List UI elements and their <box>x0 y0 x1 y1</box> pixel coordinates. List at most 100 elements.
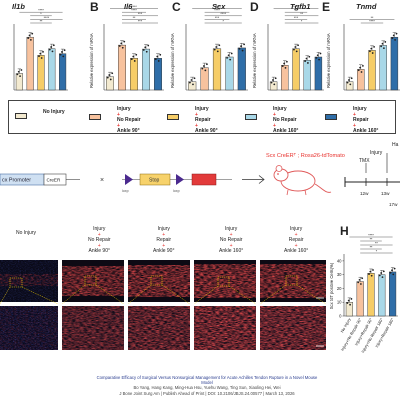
micro-line: Ankle 90° <box>153 248 175 254</box>
data-point <box>284 66 287 69</box>
micro-line: Ankle 160° <box>284 248 309 254</box>
legend-text: Injury + Repair + Ankle 90° <box>195 106 218 135</box>
data-point <box>305 57 308 60</box>
data-point <box>38 55 40 58</box>
significance-label: ** <box>300 12 303 16</box>
y-tick-label: 40 <box>337 258 342 263</box>
bar <box>130 58 138 91</box>
legend-line: Injury <box>273 106 287 112</box>
data-point <box>361 277 364 280</box>
significance-label: **** <box>369 19 375 23</box>
mouse-icon <box>273 165 332 196</box>
tdtomato-block <box>191 173 217 186</box>
significance-label: ** <box>375 241 378 245</box>
significance-label: *** <box>294 16 299 20</box>
legend-line: No Injury <box>43 109 65 115</box>
data-point <box>306 62 309 64</box>
bar <box>379 45 387 91</box>
legend-swatch <box>15 113 27 119</box>
legend-line: + <box>117 111 120 118</box>
timeline-week-13: 13w <box>381 191 390 196</box>
data-point <box>357 281 360 284</box>
data-point <box>382 47 385 49</box>
data-point <box>192 83 194 86</box>
significance-label: **** <box>214 9 220 13</box>
data-point <box>384 41 387 43</box>
creert-label: CreER <box>47 178 61 183</box>
mouse-strain-label: Scx CreERᵀ ; Rosa26-tdTomato <box>266 152 345 159</box>
data-point <box>359 283 362 285</box>
data-point <box>135 53 138 56</box>
data-point <box>157 60 160 62</box>
data-point <box>63 49 66 52</box>
ylabel-h: Scx tdT positive Cells(%) <box>330 262 334 309</box>
data-point <box>382 270 385 273</box>
data-point <box>144 46 147 49</box>
leg-icon <box>101 107 114 122</box>
chart-3: ************* <box>267 5 324 91</box>
ylabel-tnmd: Relative expression of mRNA <box>326 33 331 88</box>
bar <box>303 60 311 91</box>
data-point <box>392 273 395 276</box>
micro-line: Injury <box>290 226 303 232</box>
data-point <box>369 50 371 53</box>
loxp-label-2: loxp <box>173 189 180 193</box>
micro-label-5: Injury + Repair + Ankle 160° <box>284 226 309 255</box>
bar <box>356 281 364 317</box>
loxp-label-1: loxp <box>122 189 129 193</box>
data-point <box>304 60 307 63</box>
legend-line: No Repair <box>117 117 141 124</box>
legend-line: + <box>117 122 120 129</box>
data-point <box>204 69 207 72</box>
leg-icon <box>27 110 40 125</box>
bar <box>37 55 45 91</box>
leg-icon <box>179 107 192 122</box>
promoter-construct: cx Promoter CreER <box>0 173 80 186</box>
data-point <box>216 50 219 53</box>
data-point <box>230 52 233 55</box>
data-point <box>42 50 44 53</box>
data-point <box>188 81 191 84</box>
data-point <box>369 270 372 273</box>
data-point <box>206 63 208 66</box>
bar <box>200 67 209 91</box>
data-point <box>395 32 398 35</box>
legend-line: Ankle 160° <box>273 128 299 135</box>
bar <box>225 56 234 91</box>
micro-line: Ankle 160° <box>219 248 244 254</box>
data-point <box>281 65 284 68</box>
data-point <box>118 45 121 47</box>
significance-label: **** <box>131 9 137 13</box>
micro-label-2: Injury + No Repair + Ankle 90° <box>88 226 111 255</box>
legend-line: No Repair <box>273 117 297 124</box>
data-point <box>372 269 374 271</box>
data-point <box>297 44 299 47</box>
micro-line: + <box>97 231 101 238</box>
legend-text: Injury + No Repair + Ankle 160° <box>273 106 299 135</box>
bar-charts: ****************************************… <box>13 5 400 91</box>
data-point <box>285 60 288 63</box>
leg-icon <box>337 107 350 122</box>
bar <box>292 48 300 91</box>
chart-4: ****** <box>343 16 400 91</box>
data-point <box>357 69 360 72</box>
significance-label: *** <box>138 19 143 23</box>
data-point <box>348 79 350 81</box>
figure-caption: Comparative Efficacy of Surgical Versus … <box>92 375 322 396</box>
legend-line: + <box>195 111 198 118</box>
legend-line: Injury <box>195 106 209 112</box>
data-point <box>243 43 246 46</box>
timeline-event-injury: Injury <box>370 150 383 156</box>
legend-swatch <box>245 114 257 120</box>
significance-label: *** <box>294 9 299 13</box>
legend-line: + <box>273 122 276 129</box>
bar <box>154 58 162 91</box>
data-point <box>48 48 51 51</box>
data-point <box>226 56 228 59</box>
micro-line: Injury <box>225 226 238 232</box>
micro-line: + <box>97 242 101 249</box>
chart-title-tnmd: Tnmd <box>356 2 377 11</box>
zoom-guides <box>0 284 327 305</box>
data-point <box>371 52 374 54</box>
micro-line: + <box>294 231 298 238</box>
